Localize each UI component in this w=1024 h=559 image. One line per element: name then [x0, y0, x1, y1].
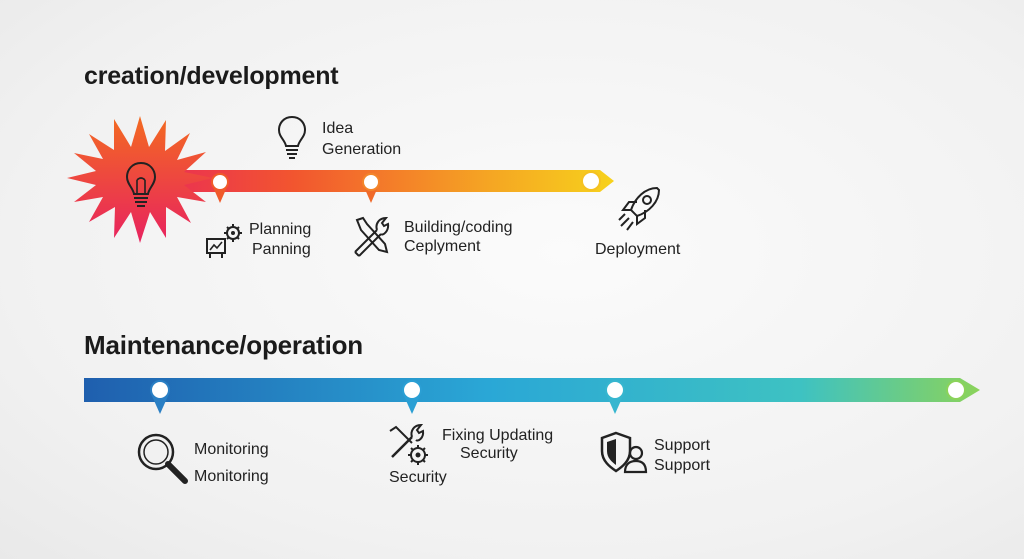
deployment-label: Deployment — [595, 241, 681, 258]
support-label-line2: Support — [654, 457, 711, 474]
monitoring-label-line1: Monitoring — [194, 441, 269, 458]
maintenance-marker-support — [605, 380, 625, 414]
shield-user-icon — [600, 431, 648, 473]
creation-marker-building — [362, 173, 380, 203]
building-label-line1: Building/coding — [404, 219, 513, 236]
building-label-line2: Ceplyment — [404, 238, 481, 255]
maintenance-marker-end — [946, 380, 966, 400]
wrench-screwdriver-icon — [349, 214, 393, 258]
idea-label-line1: Idea — [322, 120, 354, 137]
planning-label-line2: Panning — [252, 241, 311, 258]
magnifier-icon — [135, 431, 189, 485]
lightbulb-icon — [124, 160, 158, 210]
fixing-label-line2: Security — [460, 445, 518, 462]
planning-label-line1: Planning — [249, 221, 312, 238]
wrench-gear-icon — [386, 423, 428, 465]
creation-section-title: creation/development — [84, 62, 339, 90]
idea-label-line2: Generation — [322, 141, 402, 158]
maintenance-marker-fixing — [402, 380, 422, 414]
idea-lightbulb-icon — [277, 115, 307, 161]
creation-marker-planning — [211, 173, 229, 203]
start-burst — [67, 116, 213, 243]
fixing-label-line1: Fixing Updating — [442, 427, 554, 444]
maintenance-timeline-arrow — [84, 378, 980, 402]
rocket-icon — [615, 184, 663, 234]
maintenance-section-title: Maintenance/operation — [84, 330, 363, 360]
maintenance-marker-monitoring — [150, 380, 170, 414]
support-label-line1: Support — [654, 437, 711, 454]
creation-marker-deployment — [581, 171, 601, 191]
monitoring-label-line2: Monitoring — [194, 468, 269, 485]
fixing-label-line3: Security — [389, 469, 447, 486]
planning-gear-icon — [204, 224, 242, 258]
